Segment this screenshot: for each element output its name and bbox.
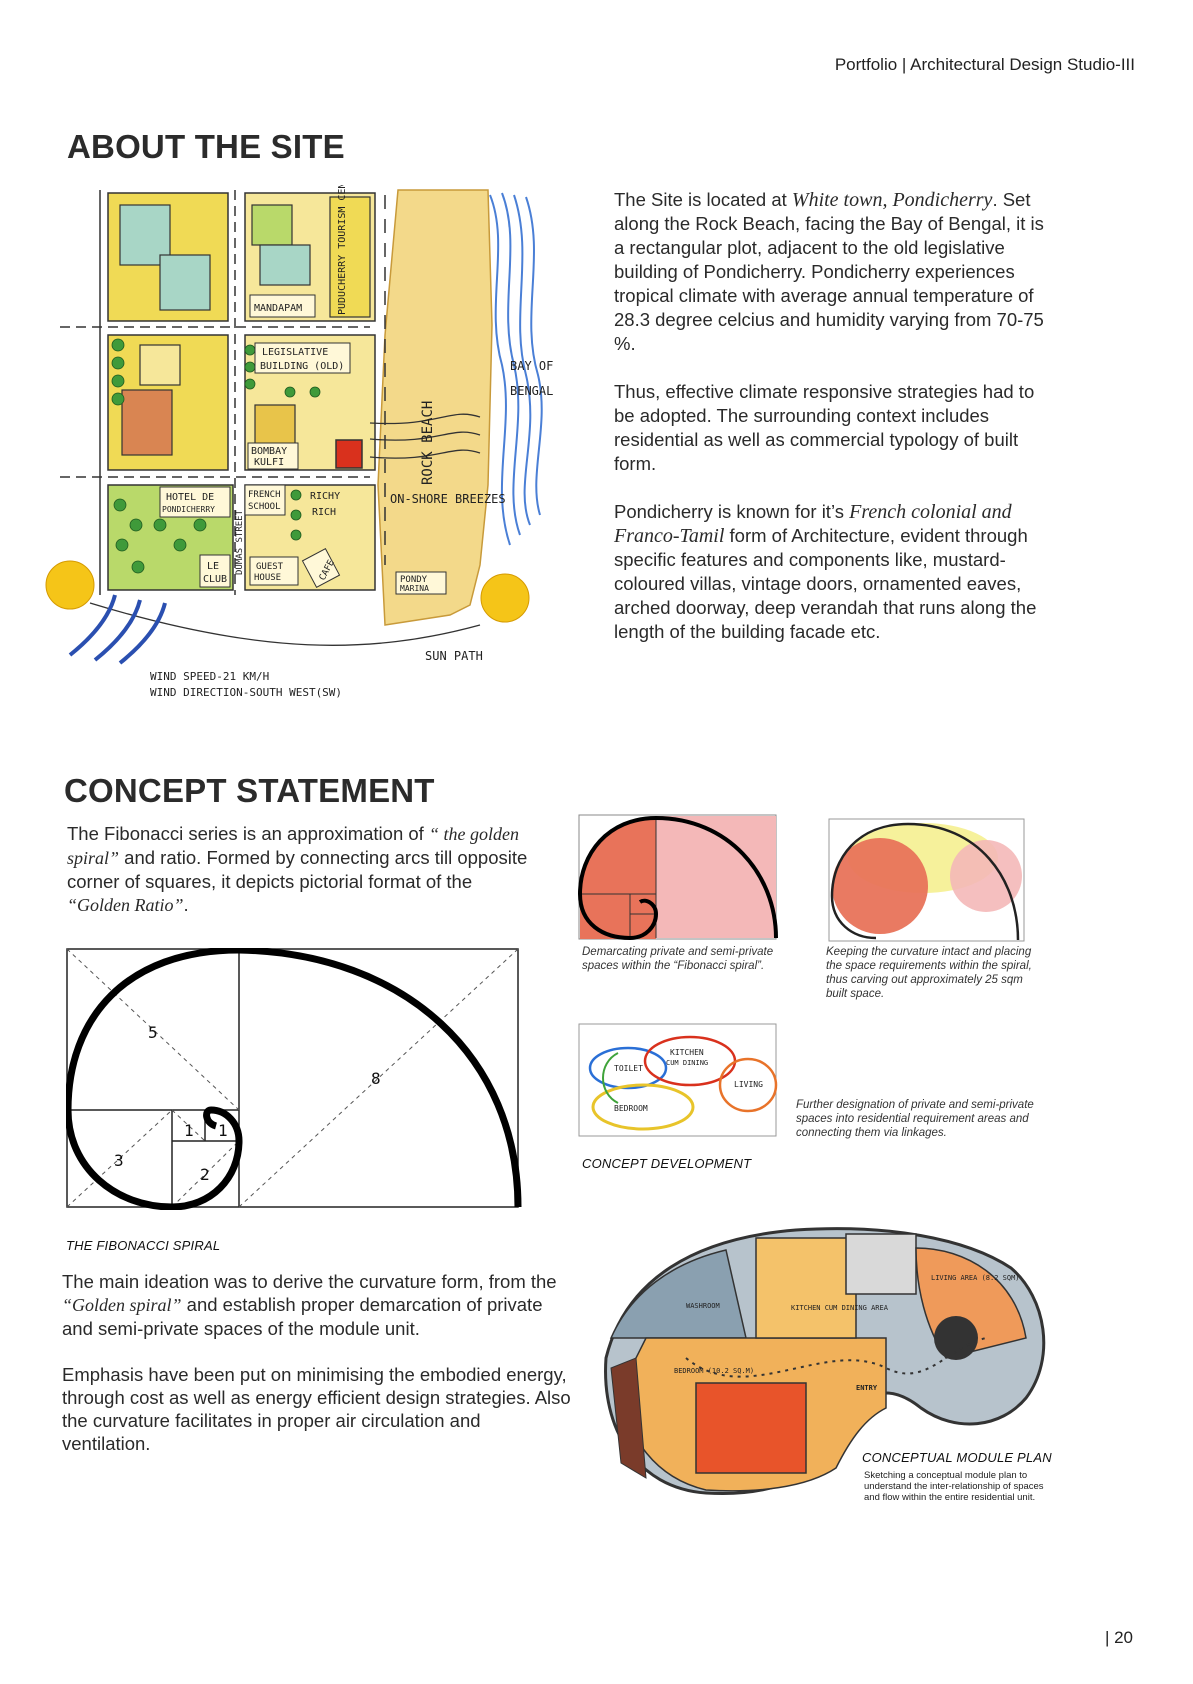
zone-kitchen-2: CUM DINING <box>666 1059 708 1067</box>
fibonacci-spiral-diagram: 8 5 3 2 1 1 <box>66 948 522 1210</box>
wind-arrows <box>68 594 167 665</box>
sketch-1-caption: Demarcating private and semi-private spa… <box>582 946 774 972</box>
label-house: HOUSE <box>254 573 281 583</box>
sketch-zoning: TOILET KITCHEN CUM DINING LIVING BEDROOM <box>578 1023 778 1137</box>
sketch-2-caption: Keeping the curvature intact and placing… <box>826 946 1032 1000</box>
about-title: ABOUT THE SITE <box>67 128 345 165</box>
spiral-number-8: 8 <box>371 1069 381 1088</box>
plan-kitchen: KITCHEN CUM DINING AREA <box>791 1304 889 1312</box>
module-plan-caption: Sketching a conceptual module plan to un… <box>864 1470 1044 1503</box>
about-paragraph-1: The Site is located at White town, Pondi… <box>614 189 1044 354</box>
plan-living: LIVING AREA (8.2 SQM) <box>931 1274 1020 1282</box>
concept-development-label: CONCEPT DEVELOPMENT <box>582 1156 752 1171</box>
label-bay: BAY OF <box>510 359 553 373</box>
spiral-number-1b: 1 <box>218 1121 228 1140</box>
label-pondy: PONDY <box>400 575 428 585</box>
label-tourism: PUDUCHERRY TOURISM CENTRE <box>337 185 348 315</box>
beach-strip <box>377 189 493 626</box>
sketch-curvature <box>828 818 1025 942</box>
label-bombay: BOMBAY <box>251 446 287 457</box>
sun-icon <box>480 573 530 623</box>
label-guest: GUEST <box>256 562 284 572</box>
label-school: SCHOOL <box>248 502 281 512</box>
label-legislative-2: BUILDING (OLD) <box>260 361 344 372</box>
zone-toilet: TOILET <box>614 1064 643 1073</box>
concept-text: The main ideation was to derive the curv… <box>62 1270 572 1479</box>
sun-icon <box>45 560 95 610</box>
site-map-sketch: MANDAPAM LEGISLATIVE BUILDING (OLD) BOMB… <box>45 185 553 699</box>
about-paragraph-2: Thus, effective climate responsive strat… <box>614 381 1035 474</box>
label-club: CLUB <box>203 574 227 585</box>
concept-intro: The Fibonacci series is an approximation… <box>67 823 528 915</box>
label-legislative: LEGISLATIVE <box>262 347 328 358</box>
site-plot <box>335 439 363 469</box>
zone-bedroom: BEDROOM <box>614 1104 648 1113</box>
label-breezes: ON-SHORE BREEZES <box>390 492 506 506</box>
page-number: | 20 <box>1104 1628 1133 1647</box>
about-paragraph-3: Pondicherry is known for it’s French col… <box>614 501 1037 642</box>
spiral-number-5: 5 <box>148 1023 158 1042</box>
about-text: The Site is located at White town, Pondi… <box>614 188 1054 668</box>
label-bengal: BENGAL <box>510 384 553 398</box>
label-hotel-2: PONDICHERRY <box>162 505 215 514</box>
concept-paragraph-2: Emphasis have been put on minimising the… <box>62 1364 571 1454</box>
spiral-caption: THE FIBONACCI SPIRAL <box>66 1238 221 1253</box>
label-kulfi: KULFI <box>254 457 284 468</box>
concept-paragraph-1: The main ideation was to derive the curv… <box>62 1271 557 1339</box>
module-plan-title: CONCEPTUAL MODULE PLAN <box>862 1450 1052 1465</box>
golden-spiral-curve <box>66 948 522 1210</box>
page-header: Portfolio | Architectural Design Studio-… <box>834 55 1135 74</box>
label-wind-speed: WIND SPEED-21 KM/H <box>150 670 269 683</box>
spiral-number-3: 3 <box>114 1151 124 1170</box>
sketch-3-caption: Further designation of private and semi-… <box>796 1099 1034 1139</box>
label-marina: MARINA <box>400 584 429 593</box>
label-dumas: DUMAS STREET <box>235 509 245 575</box>
plan-washroom: WASHROOM <box>686 1302 720 1310</box>
zone-living: LIVING <box>734 1080 763 1089</box>
label-mandapam: MANDAPAM <box>254 303 302 314</box>
plan-entry: ENTRY <box>856 1384 878 1392</box>
plan-bedroom: BEDROOM (10.2 SQ.M) <box>674 1367 754 1375</box>
module-plan-sketch: WASHROOM KITCHEN CUM DINING AREA LIVING … <box>604 1227 1046 1496</box>
label-rock-beach: ROCK BEACH <box>420 401 436 485</box>
zone-kitchen: KITCHEN <box>670 1048 704 1057</box>
spiral-number-1a: 1 <box>184 1121 194 1140</box>
label-french: FRENCH <box>248 490 281 500</box>
sea-waves <box>489 192 543 546</box>
label-richy: RICHY <box>310 491 340 502</box>
label-rich: RICH <box>312 507 336 518</box>
label-le: LE <box>207 561 219 572</box>
label-hotel: HOTEL DE <box>166 492 214 503</box>
label-wind-dir: WIND DIRECTION-SOUTH WEST(SW) <box>150 686 342 699</box>
concept-title: CONCEPT STATEMENT <box>64 772 435 809</box>
sketch-demarcation <box>578 814 778 941</box>
spiral-number-2: 2 <box>200 1165 210 1184</box>
label-sun-path: SUN PATH <box>425 649 483 663</box>
